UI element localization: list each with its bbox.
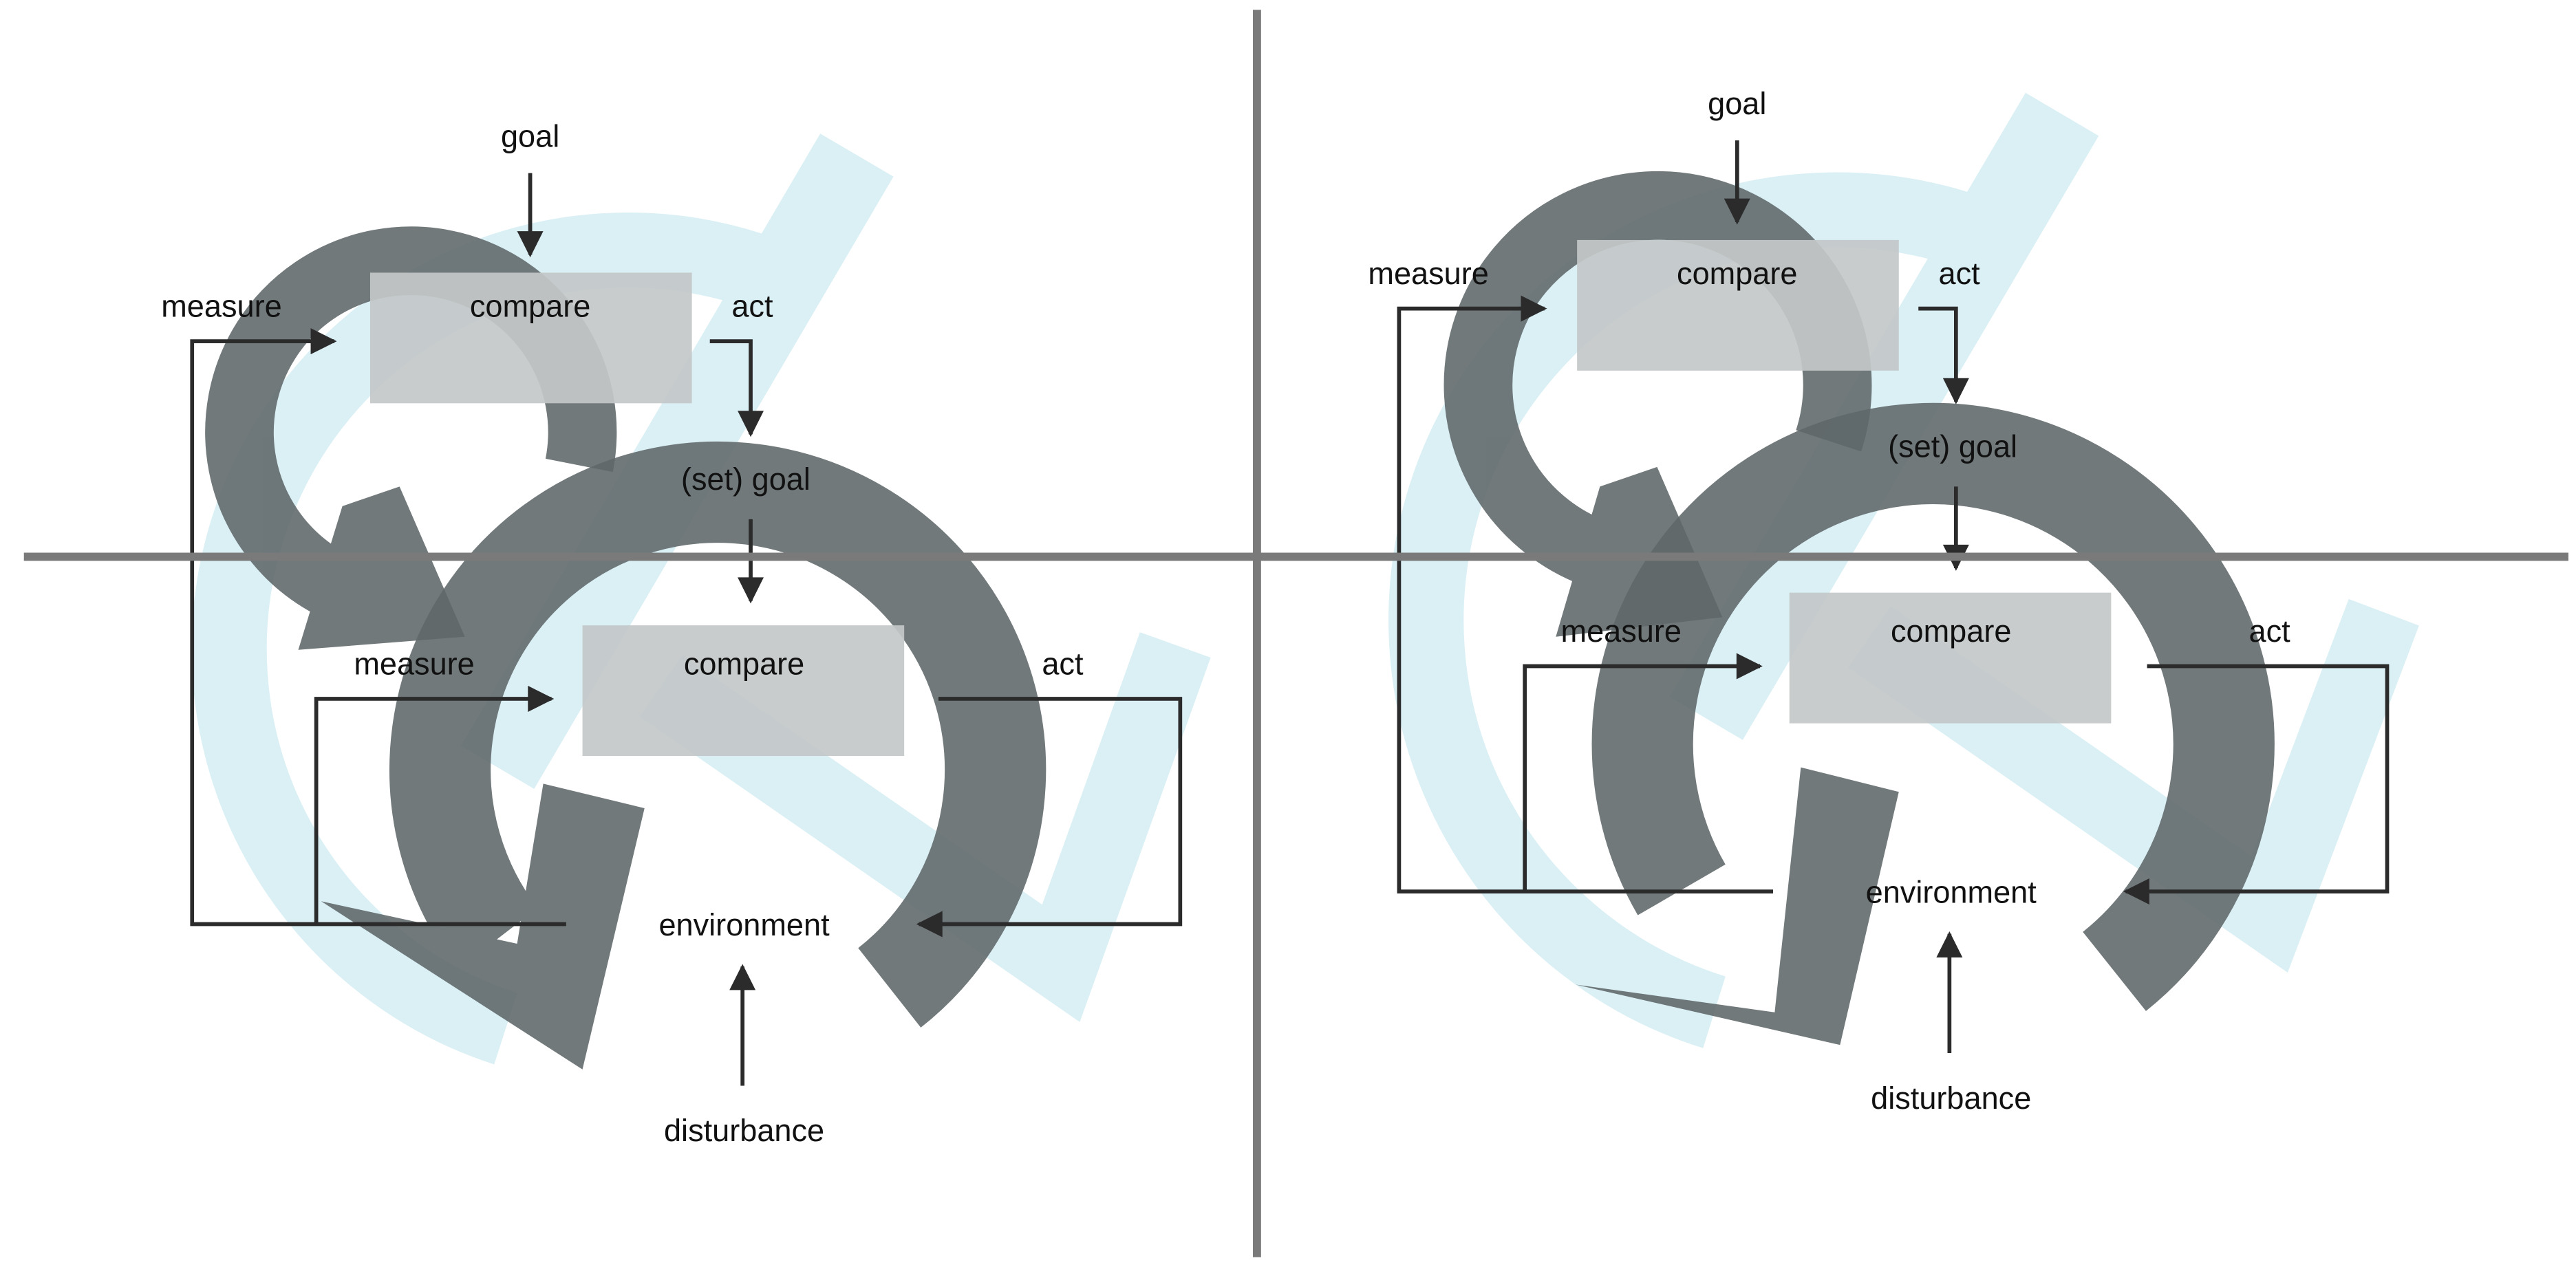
left-inner-compare-box xyxy=(582,625,905,757)
right-outer-act-line xyxy=(1918,306,1969,404)
right-goal-label: goal xyxy=(1708,86,1766,121)
left-outer-measure-line xyxy=(190,328,566,927)
left-environment-label: environment xyxy=(658,907,830,942)
right-outer-act-label: act xyxy=(1939,256,1981,291)
right-environment-label: environment xyxy=(1866,875,2037,910)
left-inner-measure-label: measure xyxy=(354,646,474,681)
right-outer-compare-box xyxy=(1577,239,1899,371)
left-diagram: goal measure compare act (set) goal meas… xyxy=(161,119,1211,1149)
left-disturbance-label: disturbance xyxy=(664,1113,824,1148)
left-set-goal-label: (set) goal xyxy=(681,462,811,497)
right-inner-act-label: act xyxy=(2249,614,2291,649)
left-labels: goal measure compare act (set) goal meas… xyxy=(161,119,1084,1149)
left-outer-compare-label: compare xyxy=(470,289,590,324)
right-disturbance-label: disturbance xyxy=(1871,1081,2031,1116)
left-inner-act-line xyxy=(916,697,1183,938)
left-outer-act-label: act xyxy=(731,289,773,324)
left-inner-measure-line xyxy=(314,685,555,924)
right-inner-compare-label: compare xyxy=(1891,614,2011,649)
right-inner-measure-line xyxy=(1523,653,1763,892)
right-set-goal-label: (set) goal xyxy=(1888,429,2017,464)
left-inner-act-label: act xyxy=(1042,646,1084,681)
left-outer-compare-box xyxy=(369,272,692,404)
right-outer-measure-label: measure xyxy=(1368,256,1488,291)
left-outer-act-line xyxy=(709,339,764,437)
right-outer-measure-line xyxy=(1397,295,1773,894)
right-outer-compare-label: compare xyxy=(1677,256,1797,291)
left-goal-label: goal xyxy=(501,119,559,154)
right-inner-loop-arrow xyxy=(1575,402,2275,1046)
left-inner-compare-label: compare xyxy=(684,646,804,681)
left-outer-measure-label: measure xyxy=(161,289,281,324)
right-inner-compare-box xyxy=(1789,592,2112,724)
right-diagram: goal measure compare act (set) goal meas… xyxy=(1368,86,2419,1116)
left-inner-loop-arrow xyxy=(321,441,1046,1070)
right-inner-measure-label: measure xyxy=(1561,614,1682,649)
right-inner-act-line xyxy=(2123,664,2390,905)
right-labels: goal measure compare act (set) goal meas… xyxy=(1368,86,2290,1116)
